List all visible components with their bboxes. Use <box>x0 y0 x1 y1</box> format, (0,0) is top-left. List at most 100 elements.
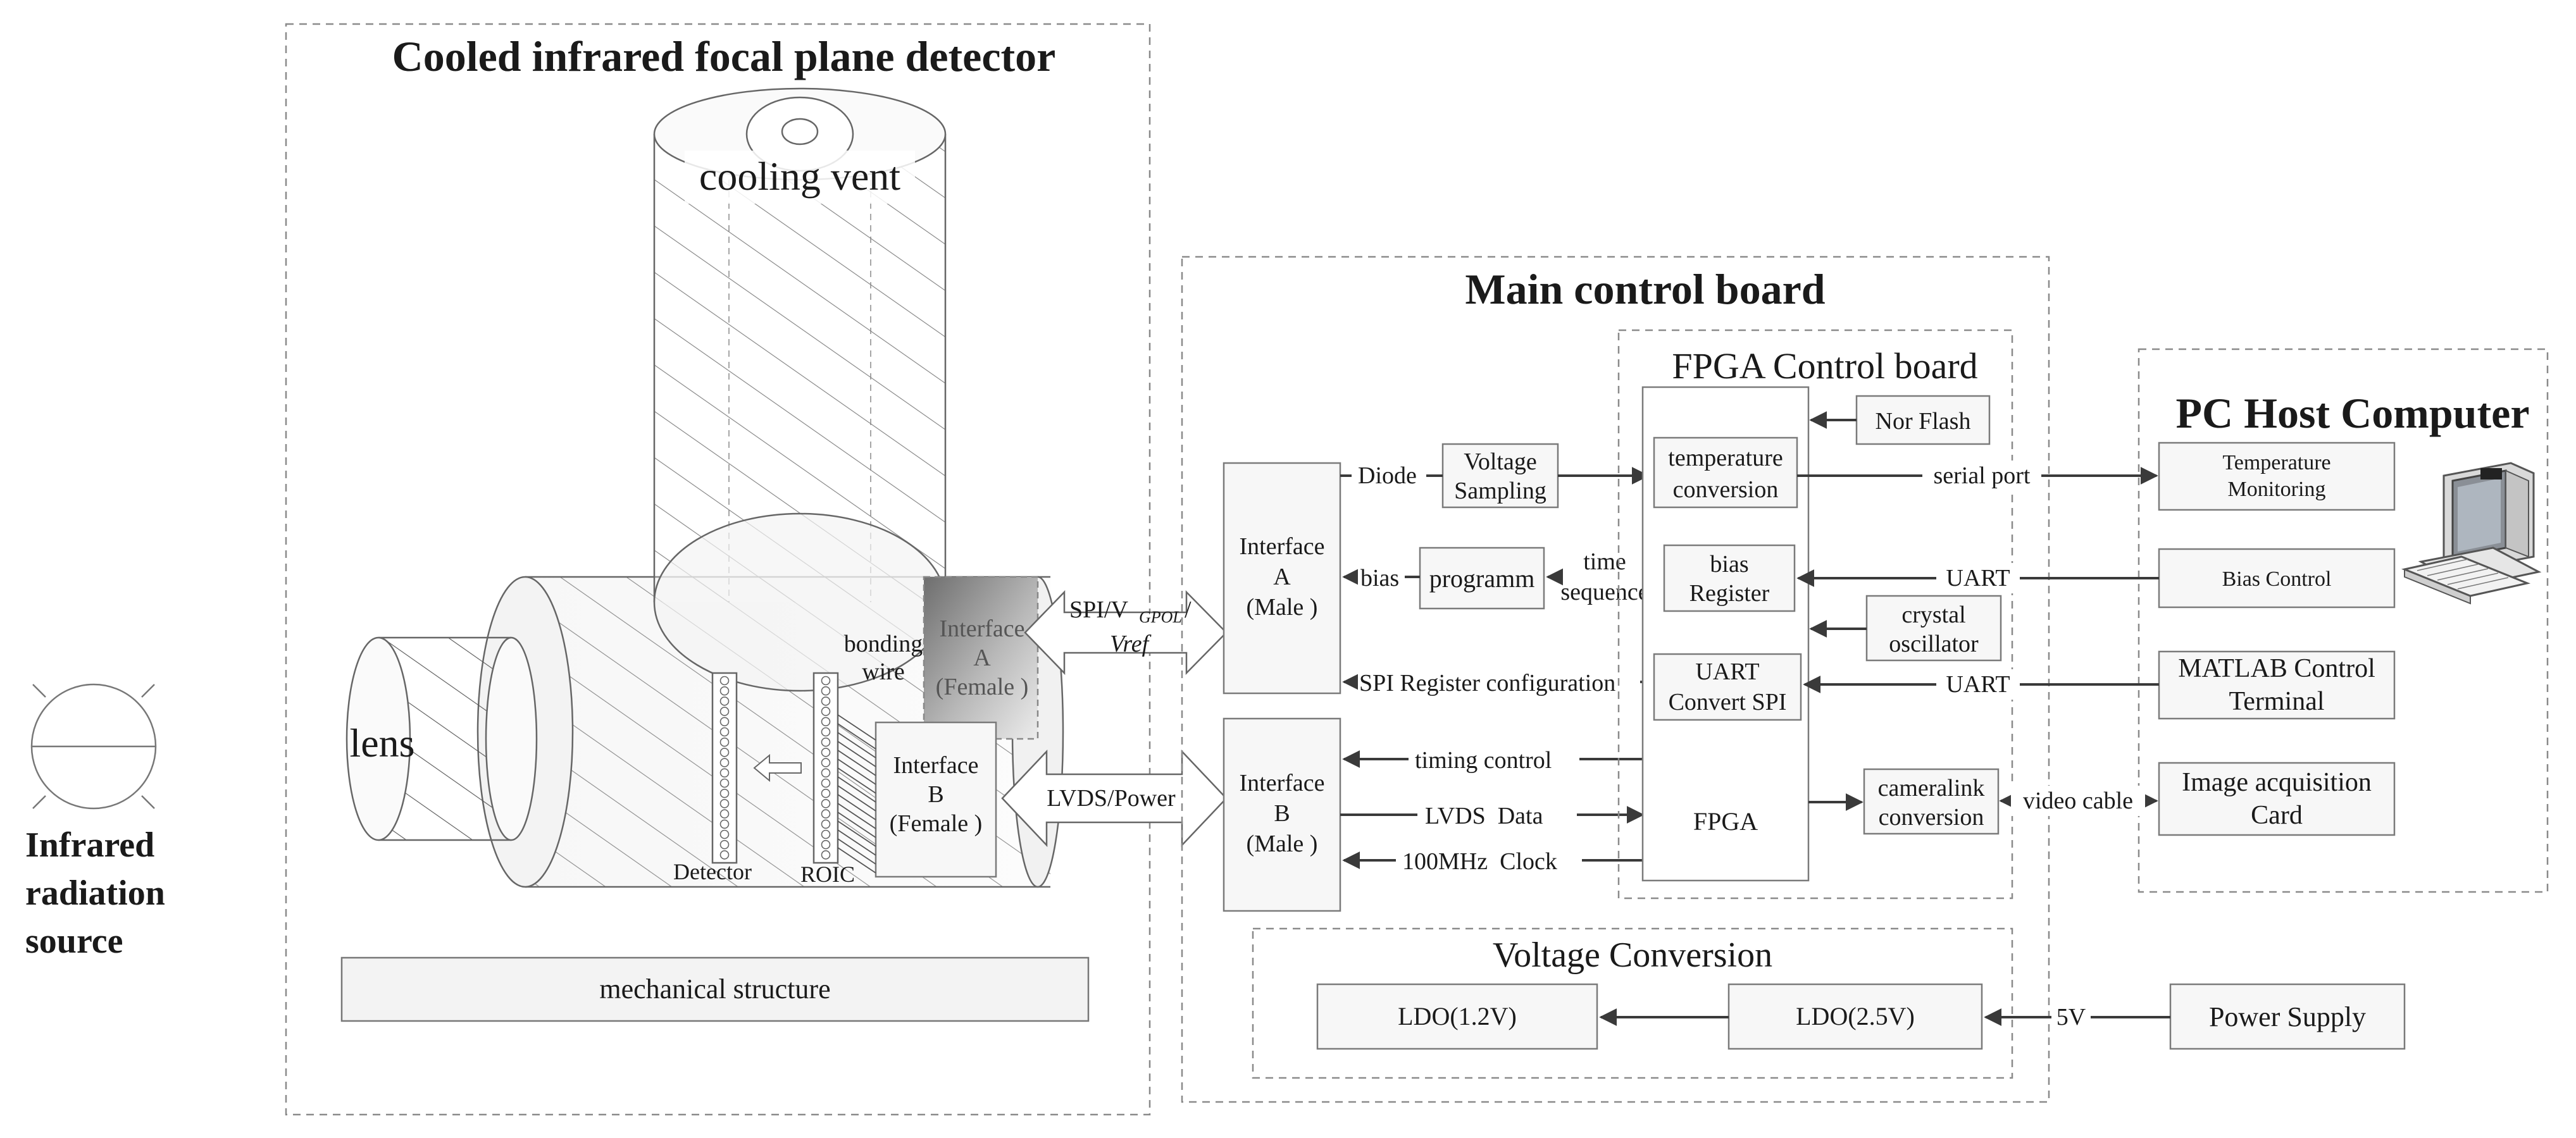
bonding-wire <box>837 812 876 838</box>
bonding-wire <box>837 767 876 794</box>
mechanical-structure-label: mechanical structure <box>599 974 830 1005</box>
source-label-line1: Infrared <box>25 826 154 865</box>
interface-b-male-line1: Interface <box>1240 770 1325 796</box>
interface-a-male-line3: (Male ) <box>1247 594 1318 621</box>
bonding-wires <box>837 714 876 874</box>
pixel-element <box>719 839 730 850</box>
bonding-wire-line1: bonding <box>844 631 923 657</box>
infrared-source: Infrared radiation source <box>25 683 165 961</box>
programm-label: programm <box>1429 564 1535 593</box>
bias-control-label: Bias Control <box>2222 567 2332 591</box>
pixel-element <box>719 819 730 829</box>
source-label-line2: radiation <box>25 874 165 913</box>
spi-label-slash: / <box>1185 597 1192 623</box>
pixel-element <box>719 748 730 757</box>
bonding-wire <box>837 741 876 767</box>
time-sequence-line2: sequence <box>1560 579 1648 605</box>
main-control-board: Main control board Interface A (Male ) I… <box>1181 256 2050 1103</box>
pixel-element <box>719 829 730 839</box>
pixel-element <box>821 748 831 757</box>
lvds-power-label: LVDS/Power <box>1047 785 1176 812</box>
pixel-element <box>821 768 831 778</box>
interface-a-male-line1: Interface <box>1240 533 1325 560</box>
bonding-wire-line2: wire <box>862 659 905 685</box>
lvds-power-link: LVDS/Power <box>1001 749 1228 848</box>
spi-link: SPI/V GPOL / Vref <box>1024 590 1228 676</box>
bias-register-line2: Register <box>1689 580 1770 607</box>
ldo-1v2: LDO(1.2V) <box>1316 983 1598 1050</box>
bias-register-line1: bias <box>1710 551 1748 578</box>
detector-panel-title: Cooled infrared focal plane detector <box>392 32 1056 80</box>
pixel-element <box>719 809 730 819</box>
bonding-wire <box>837 776 876 803</box>
cameralink-line1: cameralink <box>1878 775 1985 801</box>
matlab-line1: MATLAB Control <box>2178 654 2375 683</box>
diode-label: Diode <box>1358 462 1417 489</box>
matlab-terminal: MATLAB Control Terminal <box>2158 650 2396 720</box>
pixel-element <box>821 727 831 737</box>
programm-block: programm <box>1419 547 1545 610</box>
pc-host-panel: PC Host Computer Temperature Monitoring … <box>2137 348 2549 893</box>
pixel-element <box>719 799 730 808</box>
bias-label: bias <box>1360 565 1399 591</box>
ldo-2v5-label: LDO(2.5V) <box>1796 1002 1915 1030</box>
uart-convert-spi: UART Convert SPI <box>1653 653 1802 721</box>
pixel-element <box>821 799 831 808</box>
pixel-element <box>821 819 831 829</box>
pixel-element <box>719 788 730 798</box>
pixel-element <box>821 850 831 860</box>
interface-b-female-line1: Interface <box>893 752 979 779</box>
uart-bias-label: UART <box>1946 565 2010 591</box>
nor-flash: Nor Flash <box>1855 395 1991 445</box>
detector-array <box>711 672 738 864</box>
pixel-element <box>821 809 831 819</box>
timing-control-label: timing control <box>1415 747 1552 774</box>
bonding-wire <box>837 829 876 856</box>
pixel-element <box>719 727 730 737</box>
cooling-vent: cooling vent <box>653 87 947 692</box>
temperature-conversion-line2: conversion <box>1673 476 1779 503</box>
bonding-wire <box>837 732 876 758</box>
pixel-element <box>719 676 730 686</box>
bonding-wire <box>837 750 876 776</box>
uart-spi-label: UART <box>1946 671 2010 698</box>
pixel-element <box>821 696 831 706</box>
spi-label-part1: SPI/V <box>1069 597 1128 623</box>
roic-label: ROIC <box>800 862 855 887</box>
temperature-conversion-line1: temperature <box>1668 445 1783 471</box>
interface-a-female-line3: (Female ) <box>936 674 1029 700</box>
pixel-element <box>719 758 730 767</box>
temperature-monitoring: Temperature Monitoring <box>2158 442 2396 511</box>
pixel-element <box>821 717 831 727</box>
temperature-conversion: temperature conversion <box>1653 436 1798 509</box>
pixel-element <box>821 676 831 686</box>
bonding-wire <box>837 723 876 750</box>
image-card-line1: Image acquisition <box>2182 768 2372 797</box>
voltage-sampling-line1: Voltage <box>1464 448 1536 475</box>
voltage-sampling: Voltage Sampling <box>1441 443 1559 509</box>
interface-b-male: Interface B (Male ) <box>1223 717 1341 912</box>
image-card-line2: Card <box>2251 801 2303 830</box>
cameralink-line2: conversion <box>1879 804 1984 831</box>
crystal-oscillator-line1: crystal <box>1901 602 1965 628</box>
pixel-element <box>719 707 730 716</box>
power-supply: Power Supply <box>2169 983 2406 1050</box>
detector-label: Detector <box>673 859 752 884</box>
pc-host-title: PC Host Computer <box>2175 389 2529 437</box>
bonding-wire <box>837 714 876 741</box>
pixel-element <box>821 686 831 696</box>
lvds-data-label: LVDS Data <box>1425 803 1543 829</box>
bonding-wire <box>837 820 876 847</box>
cooling-vent-label: cooling vent <box>699 154 900 199</box>
time-sequence-line1: time <box>1583 548 1626 575</box>
pixel-element <box>821 707 831 716</box>
pixel-element <box>719 850 730 860</box>
cameralink-conversion: cameralink conversion <box>1863 768 2000 835</box>
pixel-element <box>719 768 730 778</box>
pixel-element <box>821 778 831 788</box>
nor-flash-label: Nor Flash <box>1876 408 1971 435</box>
fpga-label: FPGA <box>1693 807 1758 836</box>
pixel-element <box>821 829 831 839</box>
voltage-conversion-title: Voltage Conversion <box>1493 936 1772 975</box>
